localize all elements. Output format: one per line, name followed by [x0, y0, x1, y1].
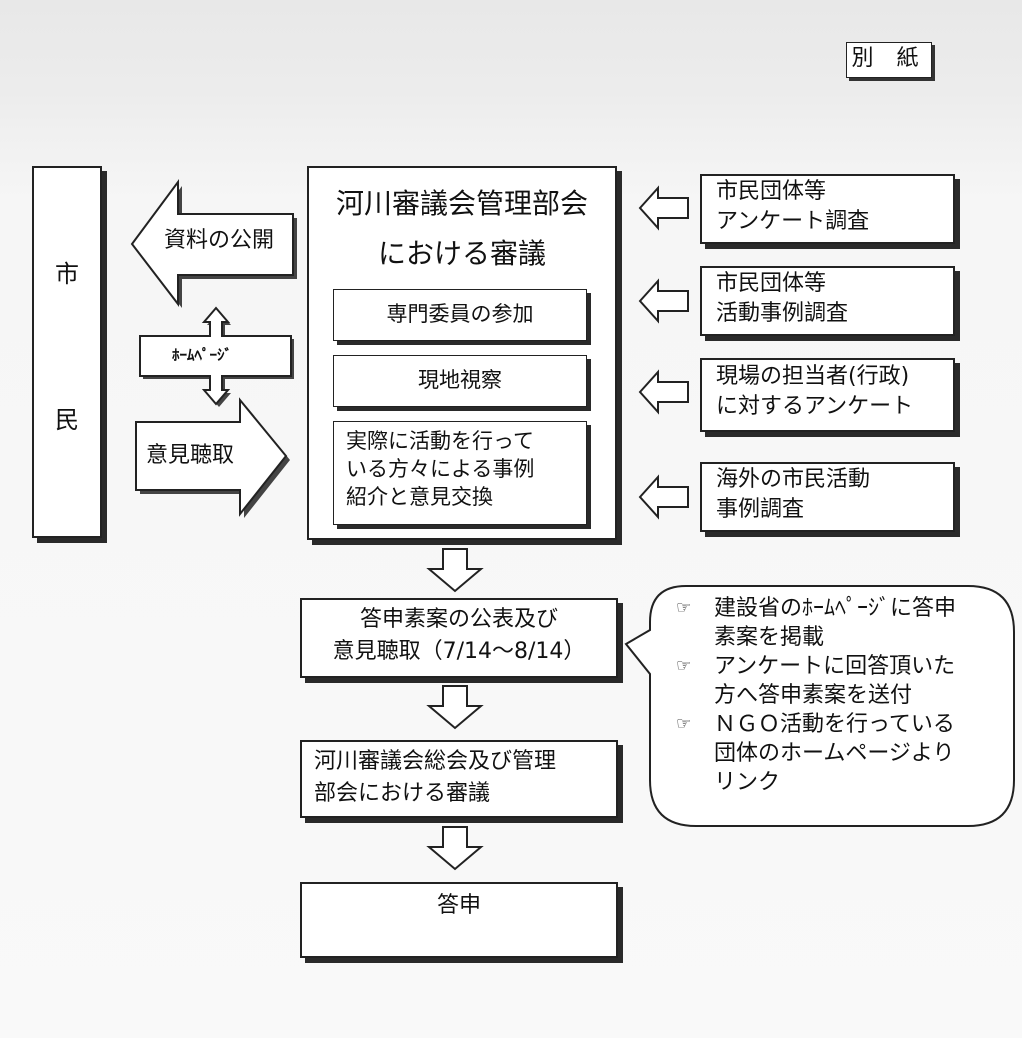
pointing-hand-icon: ☞	[676, 656, 692, 676]
survey-box-1: 市民団体等 アンケート調査	[700, 174, 955, 244]
survey-line: 事例調査	[716, 497, 805, 522]
callout-item: ☞ アンケートに回答頂いた 方へ答申素案を送付	[672, 652, 1012, 710]
final-report-label: 答申	[436, 893, 481, 918]
citizen-char-2: 民	[55, 406, 79, 434]
callout-line: アンケートに回答頂いた	[714, 654, 956, 679]
citizen-box: 市 民	[32, 166, 102, 538]
general-assembly-line: 部会における審議	[314, 781, 491, 806]
case-exchange-line: 実際に活動を行って	[346, 429, 534, 453]
survey-line: 海外の市民活動	[716, 467, 871, 492]
callout-line: ＮＧＯ活動を行っている	[714, 712, 955, 737]
homepage-label: ﾎｰﾑﾍﾟｰｼﾞ	[172, 346, 233, 364]
survey-arrow-3	[638, 369, 689, 415]
survey-box-2: 市民団体等 活動事例調査	[700, 266, 955, 336]
survey-line: アンケート調査	[716, 209, 870, 234]
pointing-hand-icon: ☞	[676, 598, 692, 618]
site-visit-label: 現地視察	[418, 368, 502, 392]
general-assembly-line: 河川審議会総会及び管理	[314, 749, 557, 774]
draft-publication-line: 意見聴取（7/14〜8/14）	[332, 639, 586, 664]
draft-publication-line: 答申素案の公表及び	[359, 607, 558, 632]
expert-participation-box: 専門委員の参加	[333, 289, 587, 341]
survey-line: に対するアンケート	[716, 394, 914, 419]
homepage-double-arrow	[139, 306, 294, 407]
council-title-line-2: における審議	[377, 237, 546, 270]
hearing-label: 意見聴取	[146, 443, 235, 468]
callout-item: ☞ 建設省のﾎｰﾑﾍﾟｰｼﾞに答申 素案を掲載	[672, 594, 1012, 652]
callout-line: リンク	[714, 770, 781, 795]
survey-line: 現場の担当者(行政)	[716, 364, 910, 389]
down-arrow-1	[426, 548, 484, 593]
survey-arrow-4	[638, 474, 689, 520]
disclosure-label: 資料の公開	[164, 228, 275, 253]
case-exchange-box: 実際に活動を行って いる方々による事例 紹介と意見交換	[333, 421, 587, 525]
survey-line: 市民団体等	[716, 271, 827, 296]
callout-line: 建設省のﾎｰﾑﾍﾟｰｼﾞに答申	[714, 596, 957, 621]
expert-participation-label: 専門委員の参加	[386, 302, 534, 326]
case-exchange-line: いる方々による事例	[346, 457, 535, 481]
draft-publication-box: 答申素案の公表及び 意見聴取（7/14〜8/14）	[300, 598, 618, 678]
general-assembly-box: 河川審議会総会及び管理 部会における審議	[300, 740, 618, 818]
council-box: 河川審議会管理部会 における審議 専門委員の参加 現地視察 実際に活動を行って …	[307, 166, 617, 540]
citizen-char-1: 市	[55, 260, 79, 288]
callout-list: ☞ 建設省のﾎｰﾑﾍﾟｰｼﾞに答申 素案を掲載 ☞ アンケートに回答頂いた 方へ…	[672, 594, 1012, 797]
final-report-box: 答申	[300, 882, 618, 958]
survey-line: 活動事例調査	[716, 301, 849, 326]
site-visit-box: 現地視察	[333, 355, 587, 407]
callout-line: 素案を掲載	[714, 625, 825, 650]
disclosure-arrow	[130, 178, 297, 308]
survey-line: 市民団体等	[716, 179, 827, 204]
pointing-hand-icon: ☞	[676, 714, 692, 734]
survey-arrow-1	[638, 185, 689, 231]
council-title-line-1: 河川審議会管理部会	[335, 187, 588, 220]
callout-line: 方へ答申素案を送付	[714, 683, 913, 708]
survey-box-4: 海外の市民活動 事例調査	[700, 462, 955, 532]
survey-arrow-2	[638, 278, 689, 324]
callout-bubble	[624, 585, 1015, 827]
case-exchange-line: 紹介と意見交換	[346, 485, 493, 509]
hearing-arrow	[135, 397, 290, 518]
down-arrow-2	[426, 685, 484, 730]
callout-line: 団体のホームページより	[714, 741, 955, 766]
appendix-label: 別 紙	[846, 42, 932, 78]
callout-item: ☞ ＮＧＯ活動を行っている 団体のホームページより リンク	[672, 710, 1012, 797]
down-arrow-3	[426, 826, 484, 871]
survey-box-3: 現場の担当者(行政) に対するアンケート	[700, 358, 955, 432]
